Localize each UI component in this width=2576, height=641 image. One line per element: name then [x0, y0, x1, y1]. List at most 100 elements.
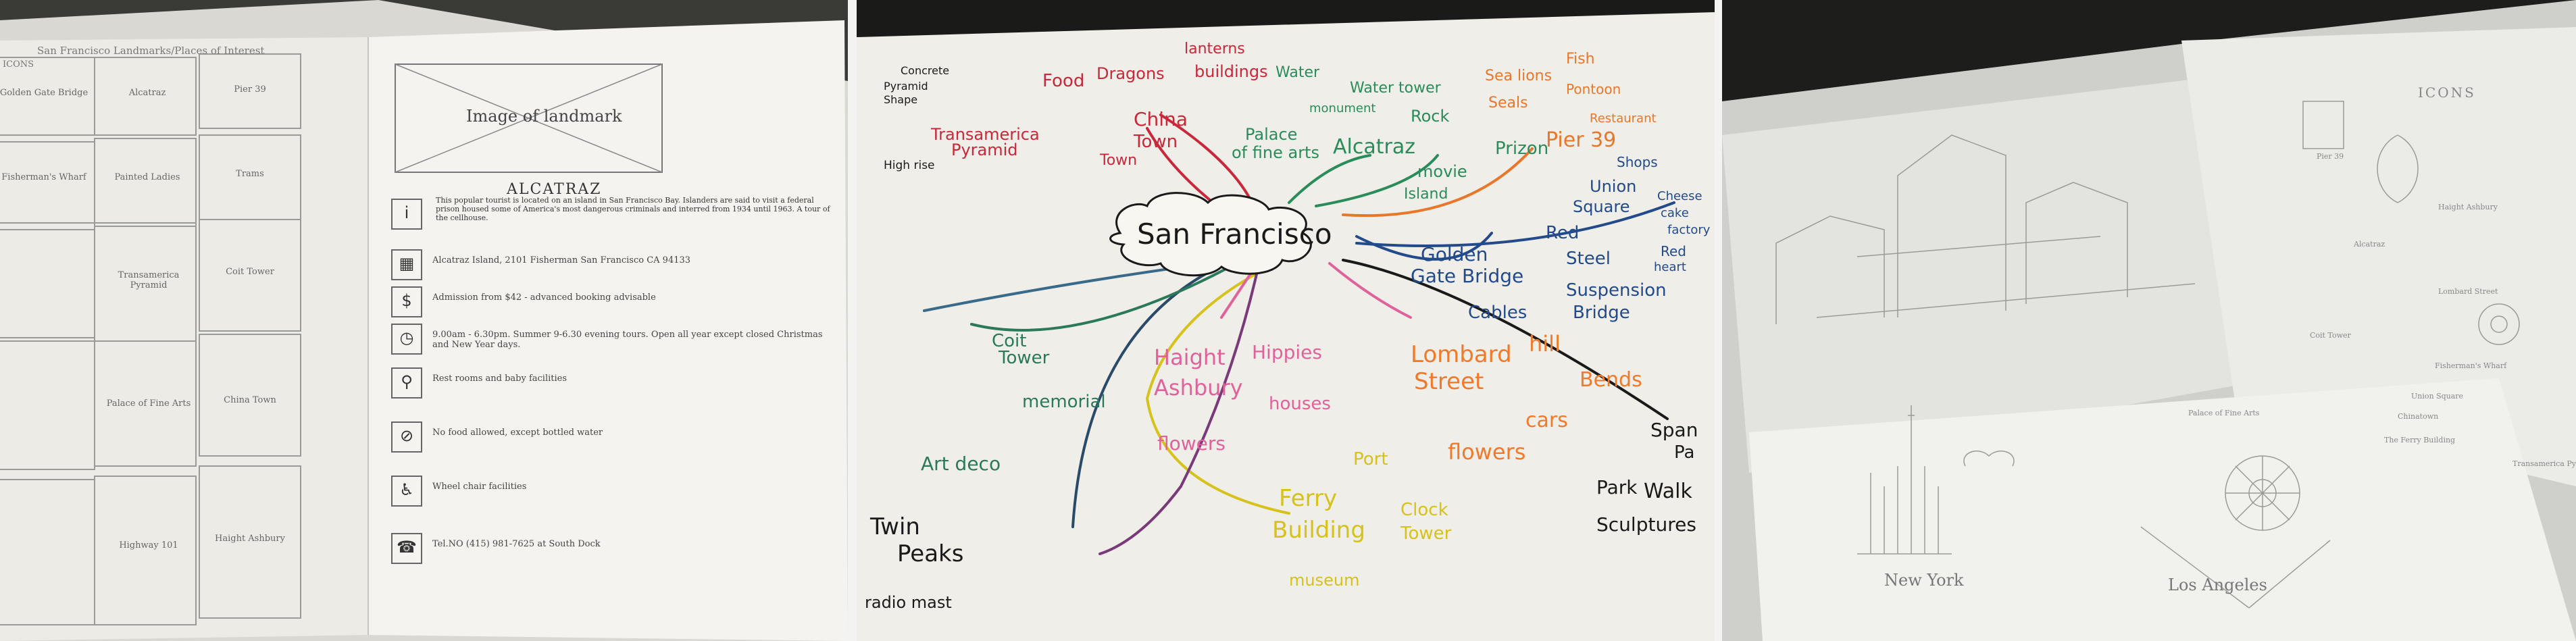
mind-map-word: High rise: [884, 159, 935, 172]
thumbnail-frame: [94, 476, 197, 625]
mind-map-word: Sculptures: [1596, 513, 1696, 536]
thumbnail-frame: [94, 57, 197, 136]
mind-map-word: Alcatraz: [1333, 135, 1415, 159]
thumbnail-label: Fisherman's Wharf: [1, 172, 86, 182]
mind-map-word: Pa: [1674, 442, 1695, 463]
image-box-label: Image of landmark: [466, 107, 622, 126]
info-row-text: Alcatraz Island, 2101 Fisherman San Fran…: [432, 255, 691, 265]
mind-map-word: Steel: [1566, 249, 1611, 269]
clock-icon-glyph: ◷: [399, 328, 414, 347]
info-row-text: No food allowed, except bottled water: [432, 428, 603, 438]
mind-map-word: Coit: [992, 331, 1027, 351]
thumbnail-frame: [199, 465, 301, 619]
mind-map-word: Golden: [1421, 243, 1488, 265]
mind-map-word: flowers: [1157, 432, 1226, 455]
sheet-header: San Francisco Landmarks/Places of Intere…: [37, 45, 265, 57]
thumbnail-frame: [199, 219, 301, 332]
thumbnail-label: Highway 101: [119, 540, 178, 550]
icon-sketch-sheets: [1722, 0, 2576, 641]
dollar-icon: [391, 286, 422, 317]
landmark-description: This popular tourist is located on an is…: [436, 196, 830, 222]
mind-map-word: Cheese: [1657, 189, 1702, 203]
mind-map-word: hill: [1529, 331, 1561, 357]
mind-map-word: Bends: [1580, 368, 1642, 392]
mind-map-word: Sea lions: [1485, 68, 1552, 84]
no-food-icon: [391, 421, 422, 453]
mind-map-word: buildings: [1194, 62, 1268, 81]
thumbnail-label: Coit Tower: [226, 267, 274, 277]
icon-sketch-label: Alcatraz: [2354, 240, 2385, 249]
mind-map-word: museum: [1289, 571, 1360, 590]
mind-map-word: Food: [1042, 71, 1085, 91]
mind-map-word: Ferry: [1279, 485, 1338, 512]
mind-map-word: monument: [1309, 101, 1376, 116]
icon-sketch-label: Union Square: [2411, 392, 2464, 401]
wireframe-photo: San Francisco Landmarks/Places of Intere…: [0, 0, 848, 641]
mind-map-word: Clock: [1400, 500, 1448, 520]
info-row-text: Wheel chair facilities: [432, 482, 527, 492]
mind-map-word: Tower: [999, 348, 1050, 368]
mind-map-word: Prizon: [1495, 138, 1549, 159]
mind-map-word: Suspension: [1566, 280, 1667, 301]
thumbnail-label: Painted Ladies: [114, 172, 180, 182]
mind-map-word: memorial: [1022, 392, 1106, 412]
thumbnail-label: Alcatraz: [128, 88, 166, 98]
mind-map-word: Palace: [1245, 125, 1298, 144]
mind-map-word: Shape: [884, 93, 918, 106]
mind-map-center: San Francisco: [1137, 217, 1332, 251]
toilet-icon: [391, 367, 422, 399]
icon-sketch-label: Transamerica Pyramid: [2512, 459, 2576, 468]
caption-los-angeles: Los Angeles: [2168, 575, 2267, 594]
mind-map-word: Rock: [1411, 107, 1450, 126]
mind-map-word: Haight: [1154, 344, 1226, 370]
mind-map-word: Water tower: [1350, 80, 1441, 97]
clock-icon: [391, 324, 422, 355]
icon-sketch-label: Chinatown: [2398, 412, 2439, 421]
mind-map-word: Union: [1590, 177, 1637, 196]
mind-map-word: Port: [1353, 449, 1388, 469]
mind-map-word: lanterns: [1184, 41, 1245, 57]
mind-map-word: Pyramid: [884, 80, 928, 93]
phone-icon-glyph: ☎: [397, 538, 417, 557]
mind-map-word: cars: [1525, 409, 1568, 432]
mind-map-word: houses: [1269, 394, 1331, 414]
mind-map-sheet: [857, 0, 1715, 641]
mind-map-word: flowers: [1448, 439, 1526, 465]
mind-map-word: Street: [1414, 368, 1484, 395]
landmark-title: ALCATRAZ: [507, 181, 602, 198]
dollar-icon-glyph: $: [401, 291, 412, 310]
mind-map-word: Concrete: [901, 64, 950, 77]
icon-sketch-label: Fisherman's Wharf: [2435, 361, 2507, 370]
mind-map-word: Red: [1546, 223, 1580, 243]
mind-map-word: Square: [1573, 197, 1630, 216]
thumbnail-label: Trams: [236, 169, 264, 179]
mind-map-word: Island: [1404, 186, 1448, 203]
thumbnail-label: Golden Gate Bridge: [0, 88, 89, 98]
divider: [1715, 0, 1722, 641]
mind-map-word: Town: [1134, 132, 1178, 152]
icon-sketch-label: Coit Tower: [2310, 331, 2351, 340]
mind-map-word: Gate Bridge: [1411, 265, 1524, 287]
icon-sketch-label: Pier 39: [2317, 152, 2344, 161]
mind-map-word: Transamerica: [931, 125, 1040, 144]
mind-map-word: Ashbury: [1154, 375, 1243, 401]
caption-new-york: New York: [1884, 571, 1964, 590]
info-icon: [391, 199, 422, 230]
phone-icon: [391, 533, 422, 564]
mind-map-word: Cables: [1468, 303, 1527, 323]
mind-map-word: Water: [1276, 64, 1320, 81]
thumbnail-frame: [94, 340, 197, 467]
no-food-icon-glyph: ⊘: [399, 426, 414, 445]
mind-map-word: Peaks: [897, 540, 964, 567]
mind-map-word: of fine arts: [1232, 143, 1319, 162]
mind-map-word: Fish: [1566, 51, 1595, 68]
thumbnail-frame: [94, 138, 197, 227]
thumbnail-label: Haight Ashbury: [215, 534, 285, 544]
icon-sketch-label: Haight Ashbury: [2438, 203, 2498, 211]
mind-map-word: China: [1134, 108, 1188, 130]
info-row-text: Rest rooms and baby facilities: [432, 374, 567, 384]
map-icon-glyph: ▦: [399, 254, 415, 273]
mind-map-word: Pontoon: [1566, 81, 1621, 97]
icon-sketch-label: Palace of Fine Arts: [2188, 409, 2260, 417]
